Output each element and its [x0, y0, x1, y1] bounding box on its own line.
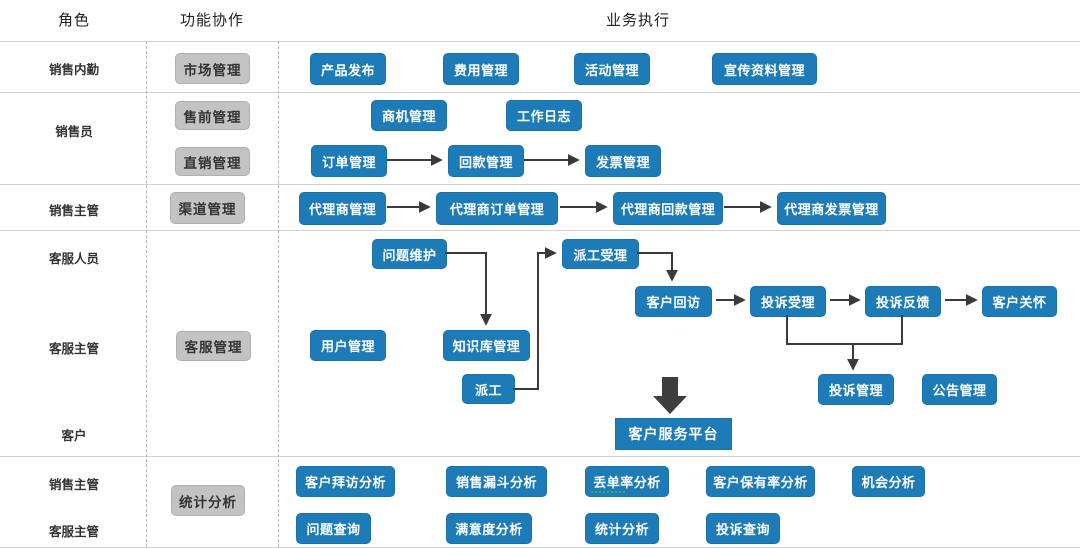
role-service-staff: 客服人员	[48, 252, 99, 266]
process-satisfaction-analysis: 满意度分析	[446, 513, 532, 544]
spellcheck-underline	[591, 488, 625, 493]
divider-col-collaboration	[278, 41, 279, 547]
process-complaint-accept: 投诉受理	[750, 286, 826, 317]
function-direct-sales: 直销管理	[175, 147, 250, 176]
process-opportunity-mgmt: 商机管理	[371, 100, 447, 131]
role-service-manager-2: 客服主管	[48, 525, 99, 539]
function-stat-analysis: 统计分析	[171, 485, 245, 516]
process-activity-mgmt: 活动管理	[574, 53, 650, 85]
process-complaint-feedback: 投诉反馈	[865, 286, 941, 317]
process-invoice-mgmt: 发票管理	[585, 145, 661, 177]
process-knowledge-base: 知识库管理	[443, 330, 530, 361]
function-channel-mgmt: 渠道管理	[170, 192, 245, 224]
process-complaint-query: 投诉查询	[706, 513, 780, 544]
role-sales-clerk: 销售内勤	[48, 63, 99, 77]
process-funnel-analysis: 销售漏斗分析	[446, 466, 547, 497]
connector-complaint-merge	[786, 315, 903, 345]
process-agent-order-mgmt: 代理商订单管理	[436, 192, 558, 225]
function-market-mgmt: 市场管理	[175, 53, 250, 84]
process-work-log: 工作日志	[506, 100, 582, 131]
role-customer: 客户	[61, 429, 87, 443]
process-issue-query: 问题查询	[296, 513, 371, 544]
arrow-issue-maintain-to-knowledge-base	[445, 252, 492, 326]
process-expense-mgmt: 费用管理	[443, 53, 519, 85]
arrow-dispatch-to-dispatch-accept	[513, 247, 557, 390]
column-header-role: 角色	[57, 12, 90, 29]
column-header-collaboration: 功能协作	[179, 12, 244, 29]
process-agent-mgmt: 代理商管理	[299, 192, 386, 225]
divider-header	[0, 41, 1080, 42]
divider-row-1	[0, 92, 1080, 93]
process-promo-material: 宣传资料管理	[712, 53, 817, 85]
process-retention-analysis: 客户保有率分析	[706, 466, 815, 497]
process-customer-care: 客户关怀	[982, 286, 1057, 317]
divider-col-role	[146, 41, 147, 547]
process-visit-analysis: 客户拜访分析	[296, 466, 395, 497]
process-announcement-mgmt: 公告管理	[922, 374, 997, 405]
customer-service-platform: 客户服务平台	[615, 418, 732, 450]
process-dispatch-accept: 派工受理	[562, 239, 639, 269]
process-customer-visit: 客户回访	[635, 286, 712, 317]
role-sales-manager: 销售主管	[48, 204, 99, 218]
process-chance-analysis: 机会分析	[852, 466, 925, 497]
block-arrow-to-platform	[653, 377, 687, 414]
column-header-execution: 业务执行	[605, 12, 670, 29]
arrow-dispatch-accept-to-customer-visit	[637, 252, 678, 282]
role-sales-manager-2: 销售主管	[48, 478, 99, 492]
role-salesman: 销售员	[55, 125, 93, 139]
process-complaint-mgmt: 投诉管理	[818, 374, 894, 405]
process-issue-maintain: 问题维护	[372, 239, 447, 269]
process-stat-analysis: 统计分析	[585, 513, 659, 544]
process-order-mgmt: 订单管理	[311, 145, 387, 177]
divider-bottom	[0, 547, 1080, 548]
divider-row-3	[0, 230, 1080, 231]
process-agent-invoice-mgmt: 代理商发票管理	[777, 192, 886, 225]
function-presales-mgmt: 售前管理	[175, 101, 250, 130]
process-agent-payment-mgmt: 代理商回款管理	[613, 192, 723, 225]
divider-row-4	[0, 456, 1080, 457]
process-dispatch: 派工	[462, 374, 515, 404]
role-service-manager: 客服主管	[48, 342, 99, 356]
divider-row-2	[0, 184, 1080, 185]
process-payment-mgmt: 回款管理	[448, 145, 524, 177]
function-service-mgmt: 客服管理	[176, 331, 251, 361]
process-product-release: 产品发布	[310, 53, 386, 85]
process-user-mgmt: 用户管理	[310, 330, 386, 361]
